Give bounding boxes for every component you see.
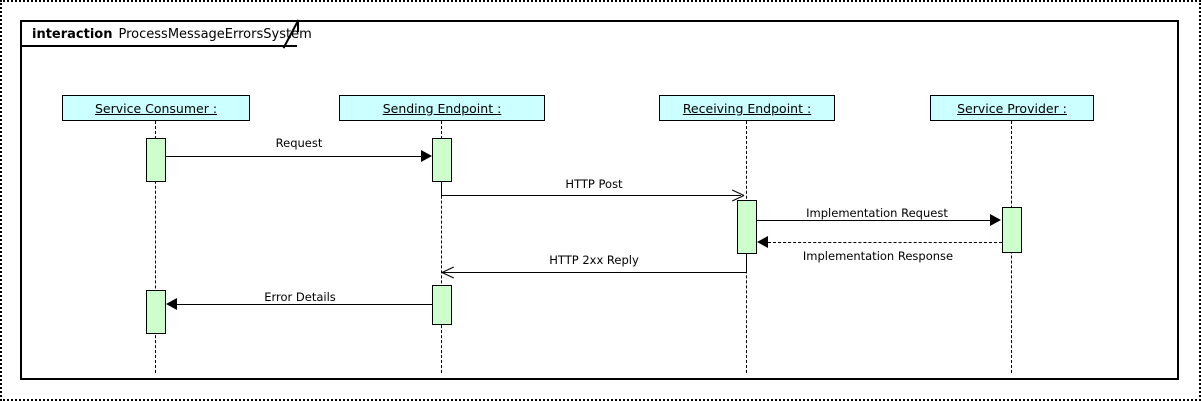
- lifeline-label-service-consumer: Service Consumer :: [94, 100, 218, 116]
- message-label-implementation-request: Implementation Request: [806, 206, 948, 220]
- frame-name: ProcessMessageErrorsSystem: [118, 26, 312, 42]
- activation-service-provider-1[interactable]: [1002, 207, 1022, 253]
- lifeline-header-receiving-endpoint[interactable]: Receiving Endpoint :: [659, 95, 835, 121]
- message-label-request: Request: [275, 136, 323, 150]
- message-line-http-2xx-reply[interactable]: [442, 272, 747, 273]
- message-line-implementation-request[interactable]: [757, 220, 991, 221]
- message-arrowhead-implementation-response: [757, 236, 768, 248]
- lifeline-label-sending-endpoint: Sending Endpoint :: [382, 100, 502, 116]
- activation-receiving-endpoint-1[interactable]: [737, 200, 757, 254]
- activation-service-consumer-1[interactable]: [146, 138, 166, 182]
- lifeline-stem-sending-endpoint: [441, 121, 442, 373]
- message-drop-leg-http-2xx-reply: [746, 254, 747, 273]
- lifeline-header-sending-endpoint[interactable]: Sending Endpoint :: [339, 95, 545, 121]
- message-arrowhead-implementation-request: [990, 214, 1001, 226]
- frame-keyword: interaction: [32, 26, 113, 42]
- message-line-http-post[interactable]: [441, 195, 741, 196]
- message-label-implementation-response: Implementation Response: [802, 249, 954, 263]
- lifeline-header-service-consumer[interactable]: Service Consumer :: [62, 95, 250, 121]
- message-arrowhead-request: [421, 150, 432, 162]
- frame-tab-right-edge: [297, 20, 299, 32]
- activation-service-consumer-2[interactable]: [146, 290, 166, 334]
- frame-tab-bottom-edge: [20, 45, 297, 47]
- interaction-frame: [20, 20, 1179, 380]
- activation-sending-endpoint-1[interactable]: [432, 138, 452, 182]
- message-label-http-2xx-reply: HTTP 2xx Reply: [549, 253, 639, 267]
- lifeline-header-service-provider[interactable]: Service Provider :: [930, 95, 1094, 121]
- lifeline-label-receiving-endpoint: Receiving Endpoint :: [682, 100, 812, 116]
- interaction-frame-tab: interaction ProcessMessageErrorsSystem: [20, 20, 330, 46]
- message-label-error-details: Error Details: [264, 290, 336, 304]
- message-drop-leg-http-post: [441, 182, 442, 195]
- message-label-http-post: HTTP Post: [565, 177, 623, 191]
- message-line-implementation-response[interactable]: [768, 242, 1002, 243]
- message-arrowhead-error-details: [166, 298, 177, 310]
- message-line-error-details[interactable]: [177, 304, 432, 305]
- activation-sending-endpoint-2[interactable]: [432, 285, 452, 325]
- lifeline-stem-service-consumer: [155, 121, 156, 373]
- lifeline-label-service-provider: Service Provider :: [957, 100, 1067, 116]
- message-line-request[interactable]: [166, 156, 423, 157]
